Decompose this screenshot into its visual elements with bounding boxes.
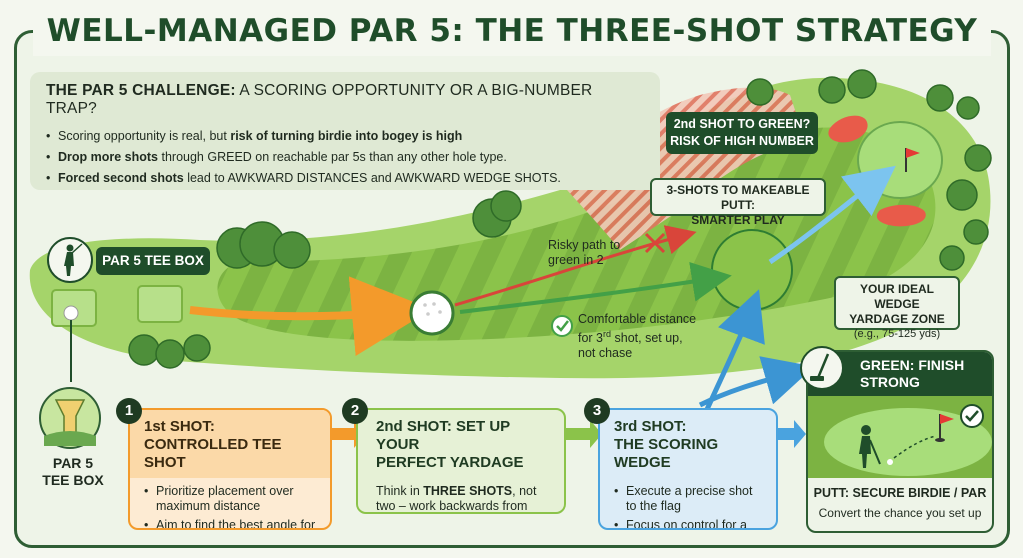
wedge-zone-label: YOUR IDEAL WEDGE YARDAGE ZONE (e.g., 75-… <box>834 276 960 340</box>
challenge-bullet: Drop more shots through GREED on reachab… <box>46 147 644 168</box>
step-3-title-line1: 3rd SHOT: <box>614 418 687 435</box>
putting-scene-illustration <box>808 396 992 478</box>
green-card-footer-title: PUTT: SECURE BIRDIE / PAR <box>813 486 987 500</box>
green-finish-card: GREEN: FINISH STRONG PUTT: SECURE BIRDIE… <box>806 350 994 533</box>
green-card-footer-text: Convert the chance you set up <box>818 506 982 520</box>
step-1-body: Prioritize placement over maximum distan… <box>130 478 330 528</box>
check-icon <box>551 315 573 337</box>
step-2-title-line2: PERFECT YARDAGE <box>376 454 524 471</box>
step-3-bullet: Focus on control for a makeable birdie p… <box>614 518 766 528</box>
bunker-left <box>828 115 868 143</box>
page-title: WELL-MANAGED PAR 5: THE THREE-SHOT STRAT… <box>32 6 992 56</box>
approach-arrow <box>768 165 896 265</box>
challenge-heading-rest: A SCORING OPPORTUNITY OR A BIG-NUMBER TR… <box>46 82 593 117</box>
step-1-bullet: Aim to find the best angle for the next … <box>144 518 320 528</box>
comfortable-line3: not chase <box>578 346 633 361</box>
wedge-zone-circle <box>711 229 793 311</box>
step-1-title-line1: 1st SHOT: <box>144 418 215 435</box>
step-3-bullet: Execute a precise shot to the flag <box>614 484 766 514</box>
risk-label: 2nd SHOT TO GREEN? RISK OF HIGH NUMBER <box>666 112 818 154</box>
step-3-card: 3rd SHOT: THE SCORING WEDGE Execute a pr… <box>598 408 778 530</box>
step-1-bullet: Prioritize placement over maximum distan… <box>144 484 320 514</box>
step-1-card: 1st SHOT: CONTROLLED TEE SHOT Prioritize… <box>128 408 332 530</box>
risky-path-line2: green in 2 <box>548 253 604 267</box>
step-2-body: Think in THREE SHOTS, not two – work bac… <box>376 484 537 513</box>
step-1-title-line2: CONTROLLED TEE SHOT <box>144 436 282 471</box>
wedge-zone-line2: YARDAGE ZONE <box>849 312 945 326</box>
challenge-bullet: Scoring opportunity is real, but risk of… <box>46 126 644 147</box>
risk-label-line1: 2nd SHOT TO GREEN? <box>673 117 811 131</box>
smarter-play-label: 3-SHOTS TO MAKEABLE PUTT: SMARTER PLAY <box>650 178 826 227</box>
challenge-box: THE PAR 5 CHALLENGE: A SCORING OPPORTUNI… <box>30 72 660 190</box>
challenge-bullet: Forced second shots lead to AWKWARD DIST… <box>46 168 644 189</box>
layup-arrow <box>459 261 732 314</box>
tee-box-back <box>137 285 183 323</box>
smarter-play-line2: SMARTER PLAY <box>691 213 785 227</box>
risk-label-line2: RISK OF HIGH NUMBER <box>670 134 814 148</box>
step-2-number: 2 <box>342 398 368 424</box>
risky-x-mark <box>644 232 666 254</box>
wedge-zone-line3: (e.g., 75-125 yds) <box>853 328 941 340</box>
tee-box-label: PAR 5 TEE BOX <box>96 247 210 275</box>
golf-ball <box>409 290 455 336</box>
green-card-footer: PUTT: SECURE BIRDIE / PAR Convert the ch… <box>808 478 992 520</box>
tee-caption-line2: TEE BOX <box>42 472 104 488</box>
challenge-heading-bold: THE PAR 5 CHALLENGE: <box>46 82 236 99</box>
step-1-title: 1st SHOT: CONTROLLED TEE SHOT <box>130 410 330 478</box>
title-wrap: WELL-MANAGED PAR 5: THE THREE-SHOT STRAT… <box>30 6 994 56</box>
smarter-play-line1: 3-SHOTS TO MAKEABLE PUTT: <box>666 183 810 212</box>
tee-caption-line1: PAR 5 <box>52 455 94 471</box>
comfortable-distance-label: Comfortable distance for 3rd shot, set u… <box>578 312 696 361</box>
putter-icon <box>800 346 844 390</box>
step-3-body: Execute a precise shot to the flag Focus… <box>600 478 776 528</box>
step-2-title: 2nd SHOT: SET UP YOUR PERFECT YARDAGE <box>358 410 564 478</box>
tee-shot-arrow <box>189 276 432 356</box>
comfortable-line1: Comfortable distance <box>578 312 697 326</box>
step-1-number: 1 <box>116 398 142 424</box>
wedge-arrow-right <box>698 356 815 408</box>
step-2-title-line1: 2nd SHOT: SET UP YOUR <box>376 418 510 453</box>
step-3-title: 3rd SHOT: THE SCORING WEDGE <box>600 410 776 478</box>
trees <box>128 69 992 369</box>
tee-box-caption: PAR 5 TEE BOX <box>40 455 106 489</box>
green-card-header: GREEN: FINISH STRONG <box>808 352 992 396</box>
risky-path-line1: Risky path to <box>548 238 621 252</box>
green-card-header-line1: GREEN: FINISH <box>860 357 965 373</box>
comfortable-line2: for 3rd shot, set up, <box>578 329 683 346</box>
wedge-zone-line1: YOUR IDEAL WEDGE <box>859 282 934 311</box>
risky-path-label: Risky path to green in 2 <box>548 238 620 268</box>
challenge-heading: THE PAR 5 CHALLENGE: A SCORING OPPORTUNI… <box>46 82 644 118</box>
step-3-number: 3 <box>584 398 610 424</box>
step-2-card: 2nd SHOT: SET UP YOUR PERFECT YARDAGE Th… <box>356 408 566 514</box>
step-3-title-line2: THE SCORING WEDGE <box>614 436 719 471</box>
challenge-list: Scoring opportunity is real, but risk of… <box>46 126 644 189</box>
green-card-header-line2: STRONG <box>860 374 920 390</box>
